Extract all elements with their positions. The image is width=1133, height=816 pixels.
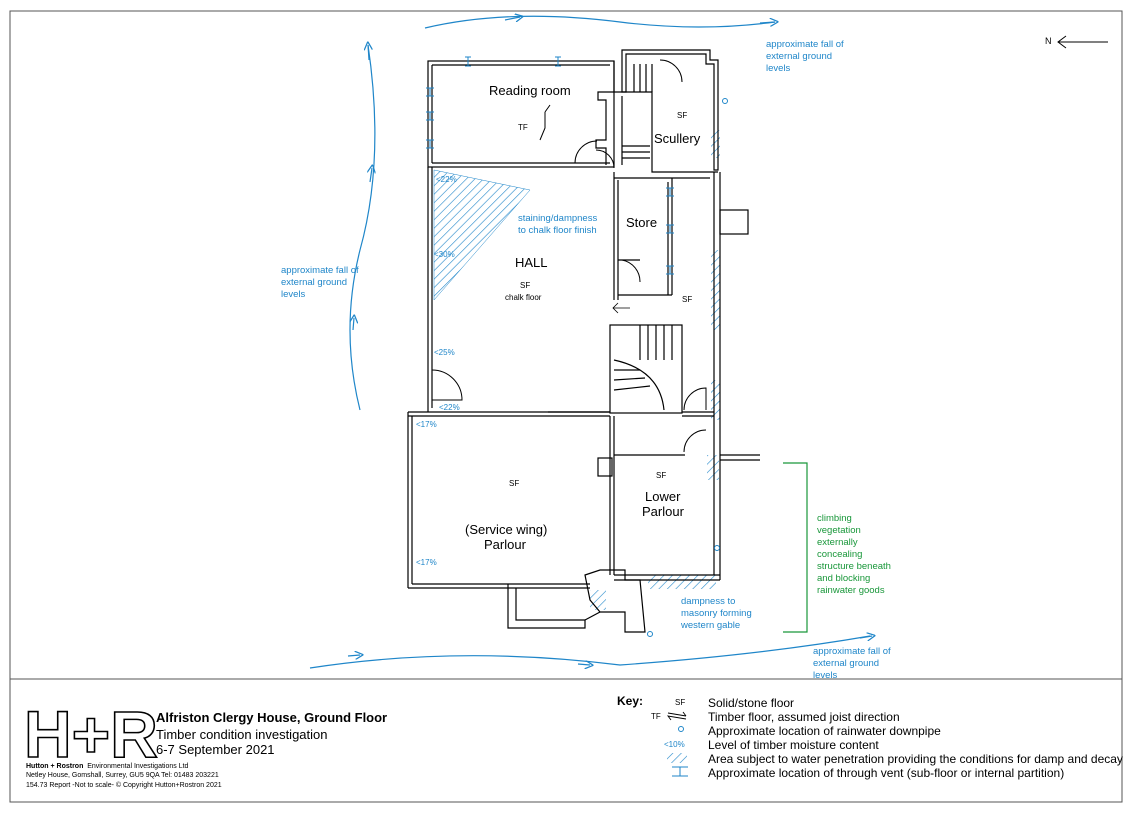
key-symbols	[666, 711, 688, 777]
room-label-service-wing-2: Parlour	[484, 537, 526, 552]
key-label-downpipe: Approximate location of rainwater downpi…	[708, 724, 941, 738]
logo-mark-icon: H+R	[24, 697, 158, 771]
through-vents	[426, 56, 674, 275]
fall-arrow-left-1	[368, 45, 369, 61]
north-arrow-icon	[1057, 35, 1108, 49]
key-label-through-vent: Approximate location of through vent (su…	[708, 766, 1065, 780]
floor-code-scullery: SF	[677, 111, 688, 120]
floor-code-hall-sub: chalk floor	[505, 293, 542, 302]
hatch-scullery	[711, 130, 720, 158]
key-label-moisture: Level of timber moisture content	[708, 738, 879, 752]
room-label-hall: HALL	[515, 255, 548, 270]
downpipe-icons	[647, 98, 728, 637]
hatch-gable-corner	[590, 590, 606, 610]
fall-arrow-top-1	[504, 17, 520, 20]
room-label-reading-room: Reading room	[489, 83, 571, 98]
report-line: 154.73 Report -Not to scale- © Copyright…	[26, 782, 222, 789]
climbing-bracket	[783, 462, 808, 633]
hatch-store-wall	[711, 250, 720, 330]
fall-curve-left	[349, 44, 376, 411]
floor-code-store-side: SF	[682, 295, 693, 304]
fall-arrow-bottom-1	[347, 655, 360, 656]
key-label-timber-floor: Timber floor, assumed joist direction	[708, 710, 900, 724]
fall-arrow-top-2	[759, 22, 775, 23]
moisture-level: <25%	[434, 348, 455, 357]
joist-direction-icon	[539, 104, 551, 141]
moisture-level: <22%	[436, 175, 457, 184]
room-label-service-wing-1: (Service wing)	[465, 522, 548, 537]
fall-arrow-left-3	[353, 318, 354, 331]
floor-code-service-wing: SF	[509, 479, 520, 488]
room-label-scullery: Scullery	[654, 131, 701, 146]
hatch-lower-parlour	[707, 455, 719, 480]
key-label-water-penetration: Area subject to water penetration provid…	[708, 752, 1123, 766]
hatch-east-wall	[711, 380, 720, 420]
moisture-level: <22%	[439, 403, 460, 412]
walls	[407, 49, 760, 633]
hall-arrow-icon	[612, 302, 630, 314]
moisture-level: <17%	[416, 558, 437, 567]
key-symbol-tf: TF	[651, 712, 661, 721]
drawing-title: Alfriston Clergy House, Ground Floor	[156, 710, 388, 725]
title-block-border	[9, 678, 1123, 803]
drawing-subtitle: Timber condition investigation	[156, 727, 328, 742]
room-label-lower-parlour-1: Lower	[645, 489, 681, 504]
key-heading: Key:	[617, 694, 644, 708]
moisture-level: <17%	[416, 420, 437, 429]
north-label: N	[1045, 36, 1052, 46]
hatch-hall	[433, 169, 531, 301]
company-line: Hutton + Rostron Environmental Investiga…	[26, 763, 189, 770]
key-symbol-moisture: <10%	[664, 740, 685, 749]
fall-curve-top	[424, 15, 776, 29]
fall-arrow-bottom-3	[859, 636, 872, 638]
room-label-store: Store	[626, 215, 658, 230]
moisture-level: <30%	[434, 250, 455, 259]
fall-arrow-left-2	[370, 168, 372, 183]
room-label-lower-parlour-2: Parlour	[642, 504, 684, 519]
drawing-border	[9, 10, 1123, 680]
fall-curve-bottom	[309, 635, 871, 669]
floor-code-reading-room: TF	[518, 123, 528, 132]
hatch-western-gable	[648, 575, 716, 589]
drawing-date: 6-7 September 2021	[156, 742, 275, 757]
key-symbol-sf: SF	[675, 698, 686, 707]
key-label-solid-floor: Solid/stone floor	[708, 696, 795, 710]
door-swings	[431, 59, 707, 453]
fall-arrow-bottom-2	[577, 664, 590, 665]
company-address: Netley House, Gomshall, Surrey, GU5 9QA …	[26, 772, 219, 779]
floor-code-hall: SF	[520, 281, 531, 290]
floor-code-lower-parlour: SF	[656, 471, 667, 480]
